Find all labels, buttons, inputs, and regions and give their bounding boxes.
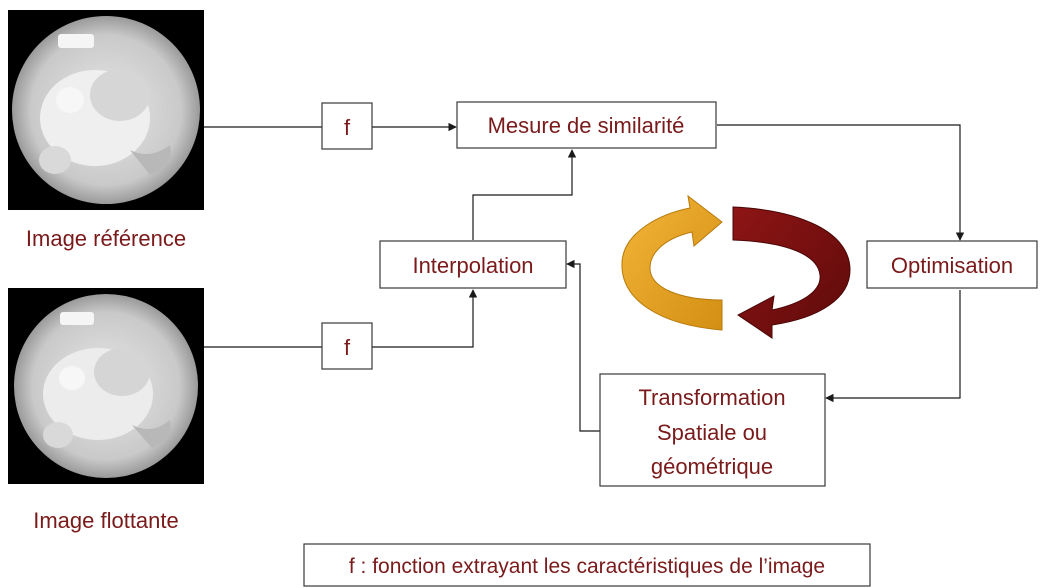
f-box-bottom: f	[321, 322, 373, 370]
floating-caption: Image flottante	[33, 508, 179, 533]
svg-text:Transformation: Transformation	[638, 385, 785, 410]
svg-text:Interpolation: Interpolation	[412, 253, 533, 278]
svg-text:f: f	[344, 335, 351, 360]
red-cycle-arrow	[732, 206, 851, 339]
connectors	[204, 122, 965, 432]
optimisation-box: Optimisation	[866, 240, 1038, 289]
orange-cycle-arrow	[621, 194, 723, 331]
svg-text:géométrique: géométrique	[651, 454, 773, 479]
similarity-box: Mesure de similarité	[456, 101, 717, 149]
svg-text:f: f	[344, 115, 351, 140]
interpolation-box: Interpolation	[379, 240, 567, 289]
svg-text:Spatiale ou: Spatiale ou	[657, 420, 767, 445]
floating-ct-image	[8, 288, 204, 484]
transformation-box: Transformation Spatiale ou géométrique	[599, 373, 826, 487]
legend: f : fonction extrayant les caractéristiq…	[303, 543, 871, 587]
reference-caption: Image référence	[26, 226, 186, 251]
svg-text:f : fonction extrayant les car: f : fonction extrayant les caractéristiq…	[349, 555, 825, 578]
reference-ct-image	[8, 10, 204, 210]
f-box-top: f	[321, 102, 373, 150]
svg-text:Mesure de similarité: Mesure de similarité	[488, 113, 685, 138]
svg-text:Optimisation: Optimisation	[891, 253, 1013, 278]
circular-arrows-icon	[621, 194, 851, 339]
